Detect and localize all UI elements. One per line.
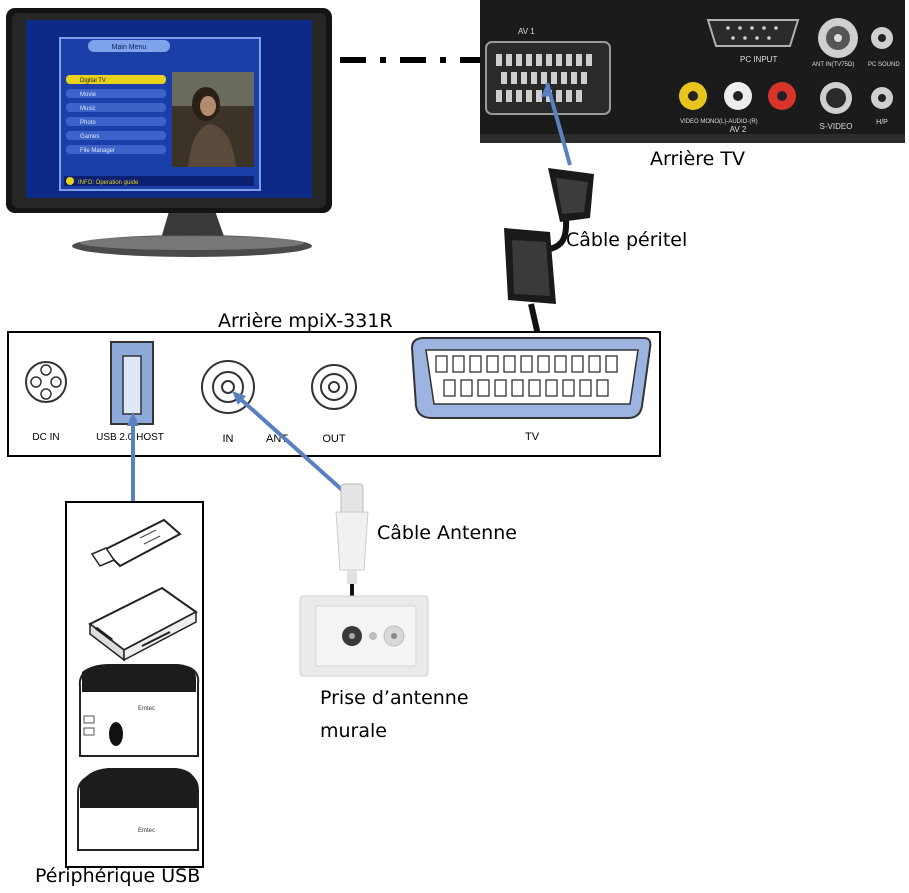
tv-rear-av1-label: AV 1 <box>518 27 535 36</box>
tv-info-bar: INFO: Operation guide <box>78 180 139 186</box>
tv-rear-av2-sublabel: VIDEO MONO(L)-AUDIO-(R) <box>680 119 758 125</box>
dc-in-port <box>25 361 67 403</box>
media-box-2-brand: Emtec <box>138 828 155 834</box>
antenna-cable-illustration <box>335 483 369 635</box>
wall-socket-label-line2: murale <box>320 720 387 742</box>
scart-cable-label: Câble péritel <box>566 229 688 251</box>
wall-antenna-socket <box>299 595 429 677</box>
tv-menu-title: Main Menu <box>112 44 147 51</box>
device-rear-panel: DC IN USB 2.0 HOST IN ANT OUT TV <box>7 331 661 457</box>
tv-menu-item: Music <box>80 106 96 112</box>
tv-rear-panel: AV 1 PC INPUT ANT IN(TV75Ω) PC SOUND VID… <box>480 0 905 143</box>
scart-cable-illustration <box>504 168 594 304</box>
usb-host-label: USB 2.0 HOST <box>96 432 164 443</box>
tv-menu-item: File Manager <box>80 148 115 154</box>
tv-rear-av2-label: AV 2 <box>730 125 747 134</box>
tv-rear-svideo-label: S-VIDEO <box>820 122 853 131</box>
tv-menu-list: Digital TV Movie Music Photo Games File … <box>66 75 166 154</box>
scart-to-tv-link <box>545 82 572 166</box>
antenna-cable-label: Câble Antenne <box>377 522 517 544</box>
tv-rear-pc-input-label: PC INPUT <box>740 55 777 64</box>
tv-menu-item: Games <box>80 134 99 140</box>
ant-in-label: IN <box>223 433 234 445</box>
tv-menu-item: Movie <box>80 92 97 98</box>
ant-out-label: OUT <box>322 433 346 445</box>
device-rear-label: Arrière mpiX-331R <box>218 310 393 332</box>
media-box-brand: Emtec <box>138 706 155 712</box>
tv-rear-hp-label: H/P <box>876 119 888 126</box>
tv-menu-item: Digital TV <box>80 78 106 84</box>
usb-device-label: Périphérique USB <box>35 865 201 887</box>
tv-rear-pc-sound-label: PC SOUND <box>868 62 900 68</box>
device-tv-label: TV <box>525 431 540 443</box>
external-drive-illustration <box>88 586 198 662</box>
tv-rear-label: Arrière TV <box>650 148 745 170</box>
media-box-2-illustration: Emtec <box>77 768 199 851</box>
tv-illustration: Main Menu Digital TV Movie Music Photo G… <box>6 8 332 257</box>
dc-in-label: DC IN <box>32 432 59 443</box>
wall-socket-label-line1: Prise d’antenne <box>320 687 469 709</box>
usb-devices-group: Emtec Emtec <box>65 501 204 868</box>
media-box-illustration: Emtec <box>78 664 200 757</box>
antenna-cable-link <box>234 393 352 499</box>
tv-vga-port <box>706 19 800 47</box>
tv-rear-ant-label: ANT IN(TV75Ω) <box>812 62 854 68</box>
tv-menu-item: Photo <box>80 120 96 126</box>
usb-stick-illustration <box>90 518 182 568</box>
